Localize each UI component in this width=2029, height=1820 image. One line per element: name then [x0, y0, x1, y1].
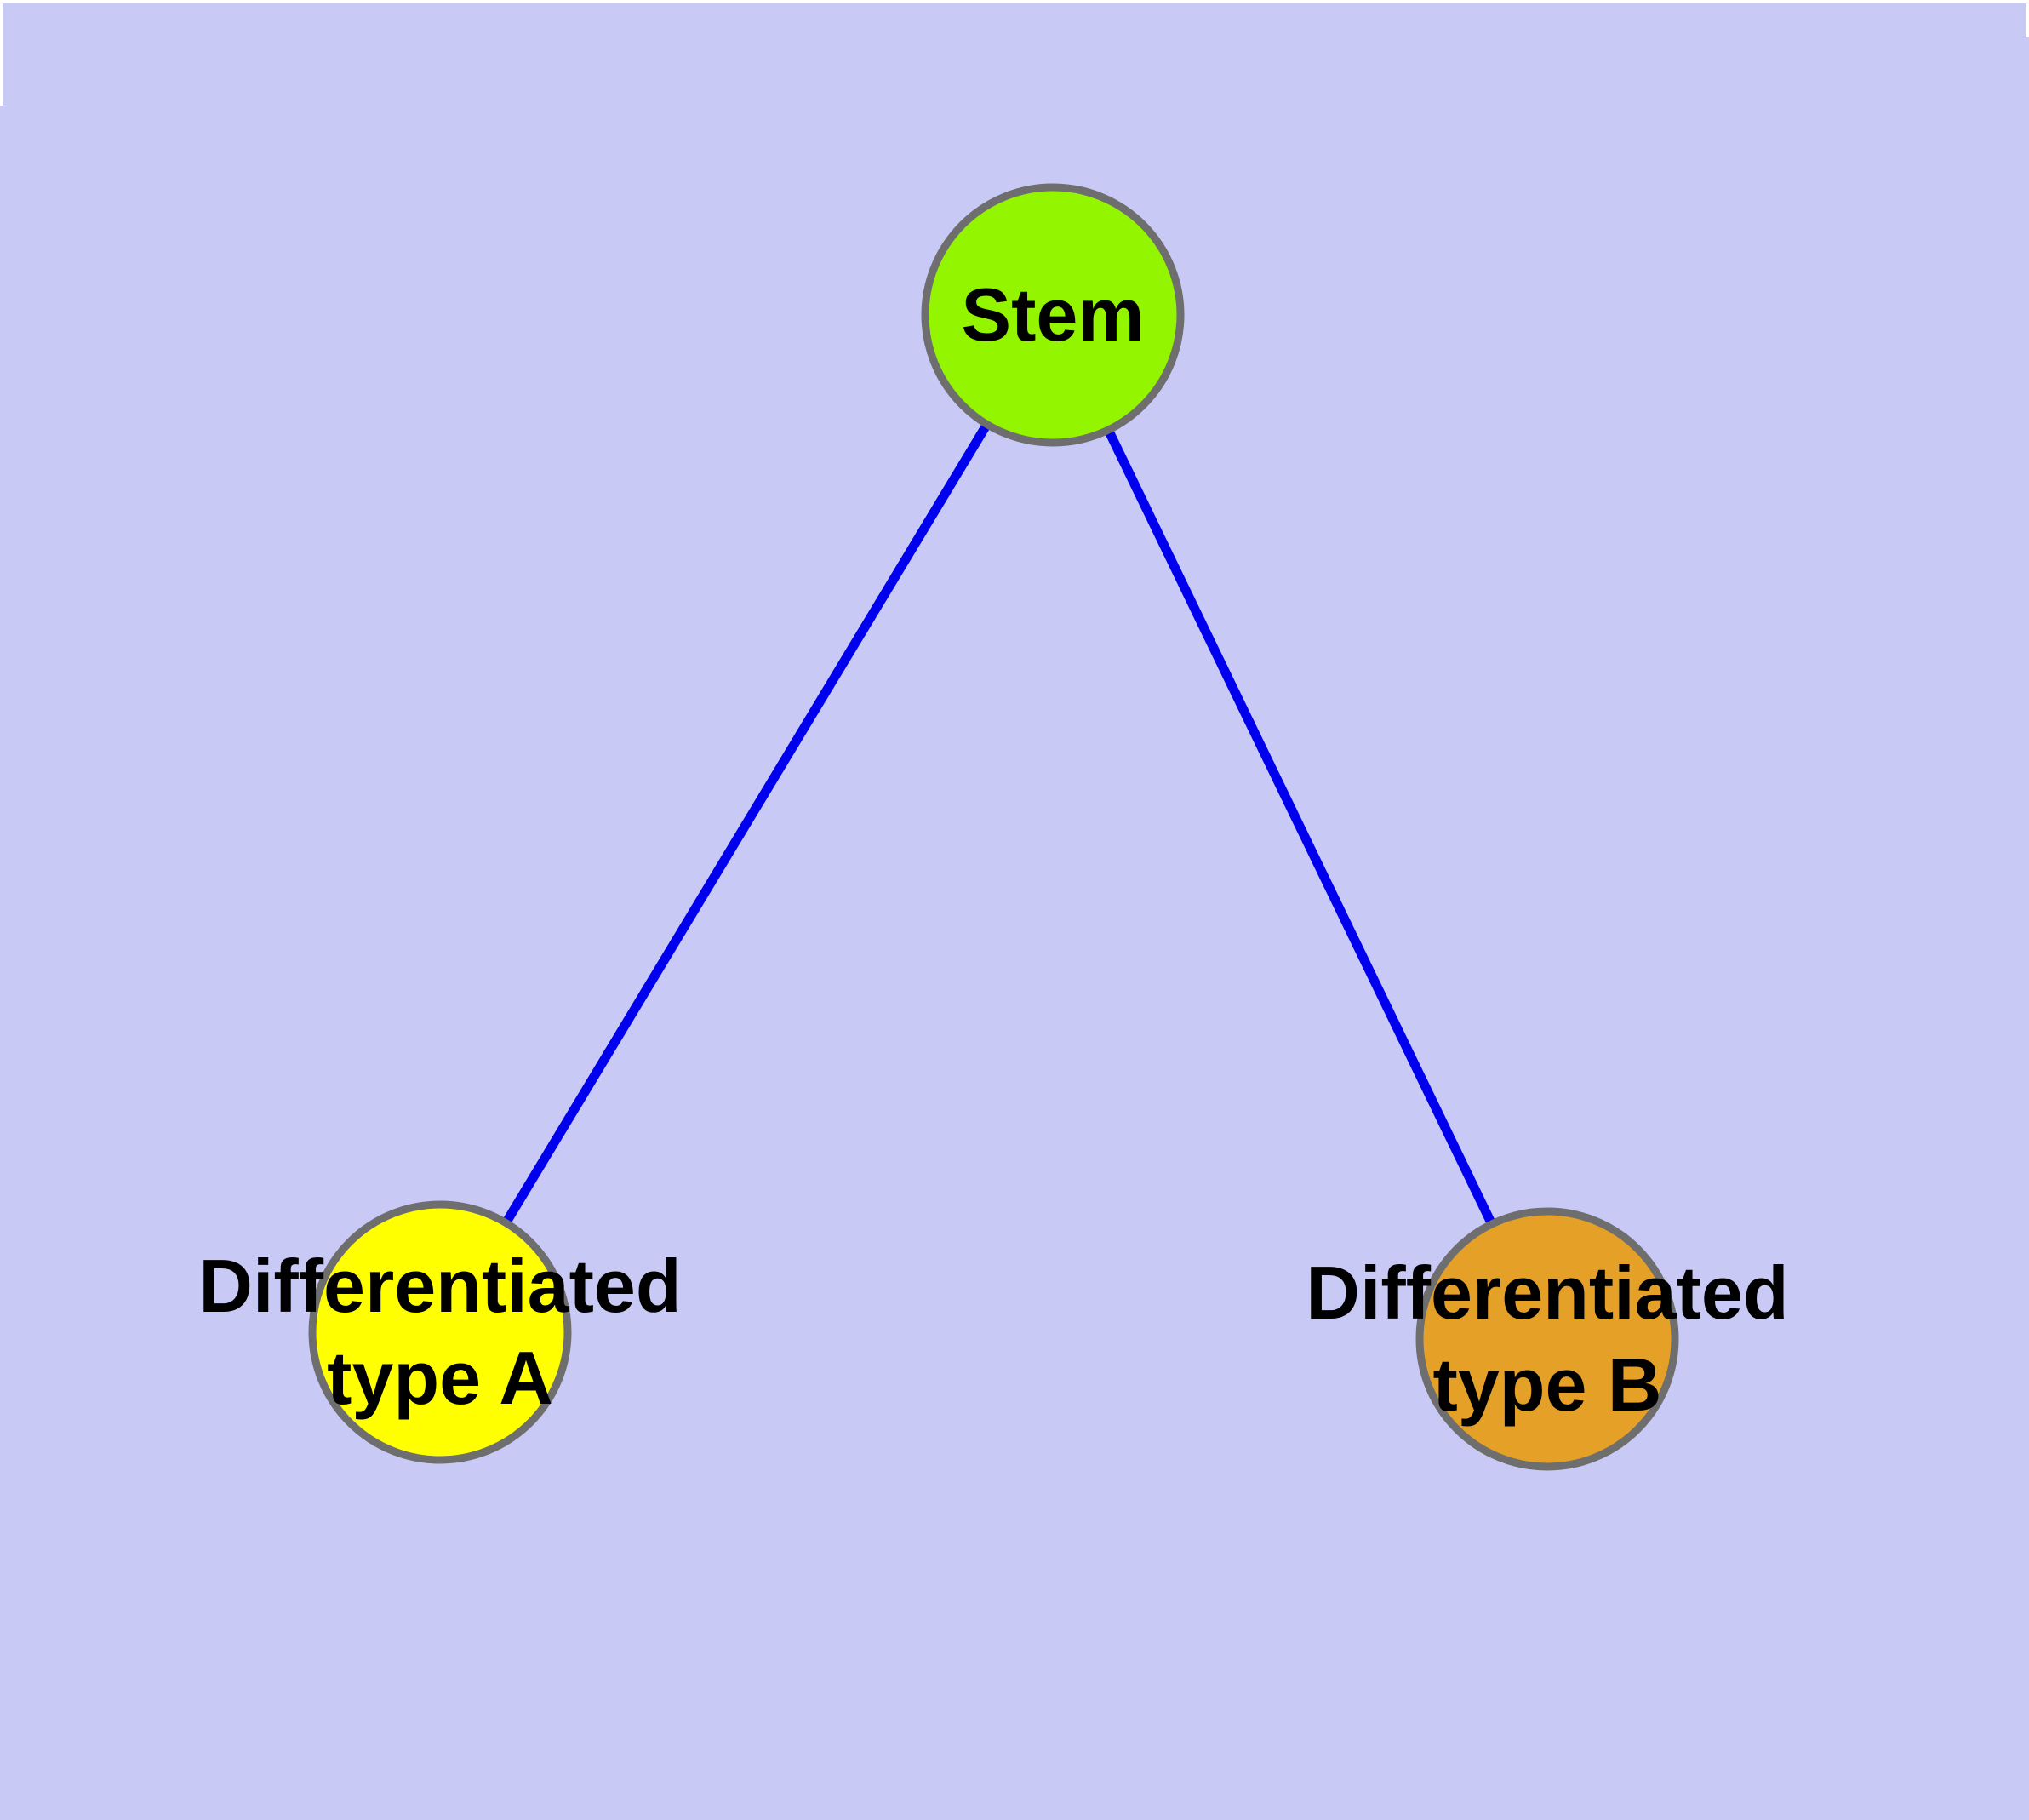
node-label-line: type A	[327, 1336, 553, 1420]
node-label-line: Differentiated	[1306, 1251, 1789, 1335]
node-stem-circle	[921, 183, 1185, 447]
node-label-line: Differentiated	[198, 1244, 682, 1328]
frame-edge-left	[0, 0, 3, 106]
node-label-line: type B	[1432, 1342, 1662, 1427]
edge-stem-to-diff-b	[1049, 312, 1552, 1342]
node-label-line: Stem	[961, 272, 1145, 357]
node-diff-a-circle	[308, 1200, 572, 1464]
node-label-differentiated-type-a: Differentiated type A	[198, 1240, 681, 1424]
frame-edge-top	[0, 0, 2029, 3]
frame-edge-right	[2026, 0, 2029, 37]
node-diff-b-circle	[1415, 1207, 1679, 1471]
node-label-differentiated-type-b: Differentiated type B	[1306, 1247, 1788, 1431]
node-label-stem: Stem	[961, 269, 1144, 361]
edge-stem-to-diff-a	[436, 312, 1057, 1335]
